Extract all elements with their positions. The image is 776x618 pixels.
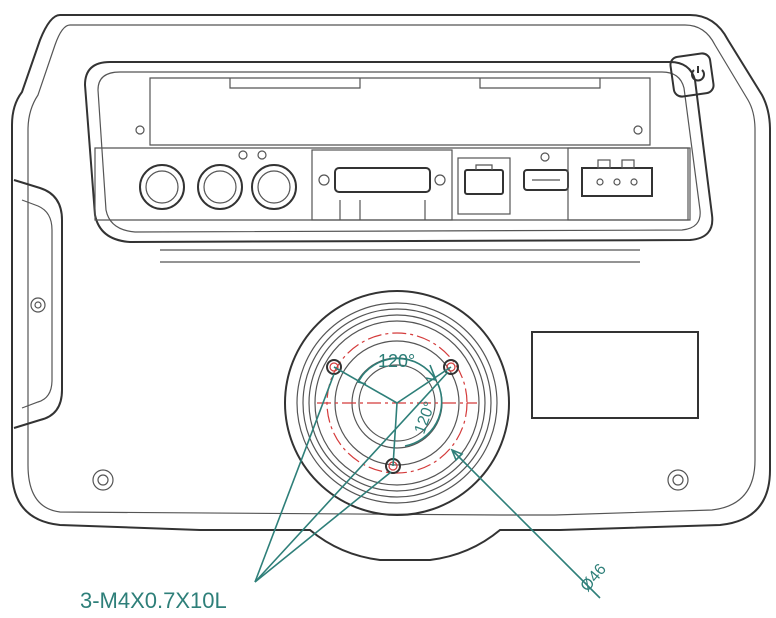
round-connector-2 xyxy=(197,164,243,210)
usb-port xyxy=(523,152,569,191)
power-button[interactable] xyxy=(669,52,715,98)
side-handle xyxy=(13,179,63,429)
round-connector-1 xyxy=(139,164,185,210)
ethernet-port xyxy=(457,157,511,215)
connector-panel xyxy=(94,147,691,221)
housing-inner-outline xyxy=(27,24,756,516)
terminal-block xyxy=(567,147,689,221)
lid-screw-left xyxy=(135,125,145,135)
mount-hole-right xyxy=(443,359,459,375)
side-handle-inner xyxy=(21,199,53,409)
angle-dimension-lines xyxy=(333,357,452,467)
hole-callout-leaders xyxy=(254,371,449,583)
connector-screw-a xyxy=(238,150,248,160)
diameter-leader xyxy=(451,449,601,599)
dsub-connector xyxy=(311,149,453,221)
housing-outline xyxy=(11,14,771,561)
mount-hub xyxy=(284,290,510,516)
handle-screw xyxy=(30,297,46,313)
diameter-label: Ø46 xyxy=(577,561,610,595)
diameter-arrow xyxy=(450,448,464,462)
power-icon xyxy=(691,66,705,82)
corner-screw-right xyxy=(667,469,689,491)
connector-recess-inner xyxy=(97,71,701,233)
top-lid-notches xyxy=(229,78,601,89)
label-area xyxy=(531,331,699,419)
hole-callout-label: 3-M4X0.7X10L xyxy=(80,588,227,613)
angle-label-top: 120° xyxy=(378,351,415,371)
corner-screw-left xyxy=(92,469,114,491)
lower-step xyxy=(160,249,640,263)
angle-label-right: 120° xyxy=(412,399,439,436)
lid-screw-right xyxy=(633,125,643,135)
round-connector-3 xyxy=(251,164,297,210)
connector-recess xyxy=(83,61,714,244)
handle-screw-inner xyxy=(34,301,42,309)
connector-screw-b xyxy=(257,150,267,160)
top-lid xyxy=(149,77,651,146)
